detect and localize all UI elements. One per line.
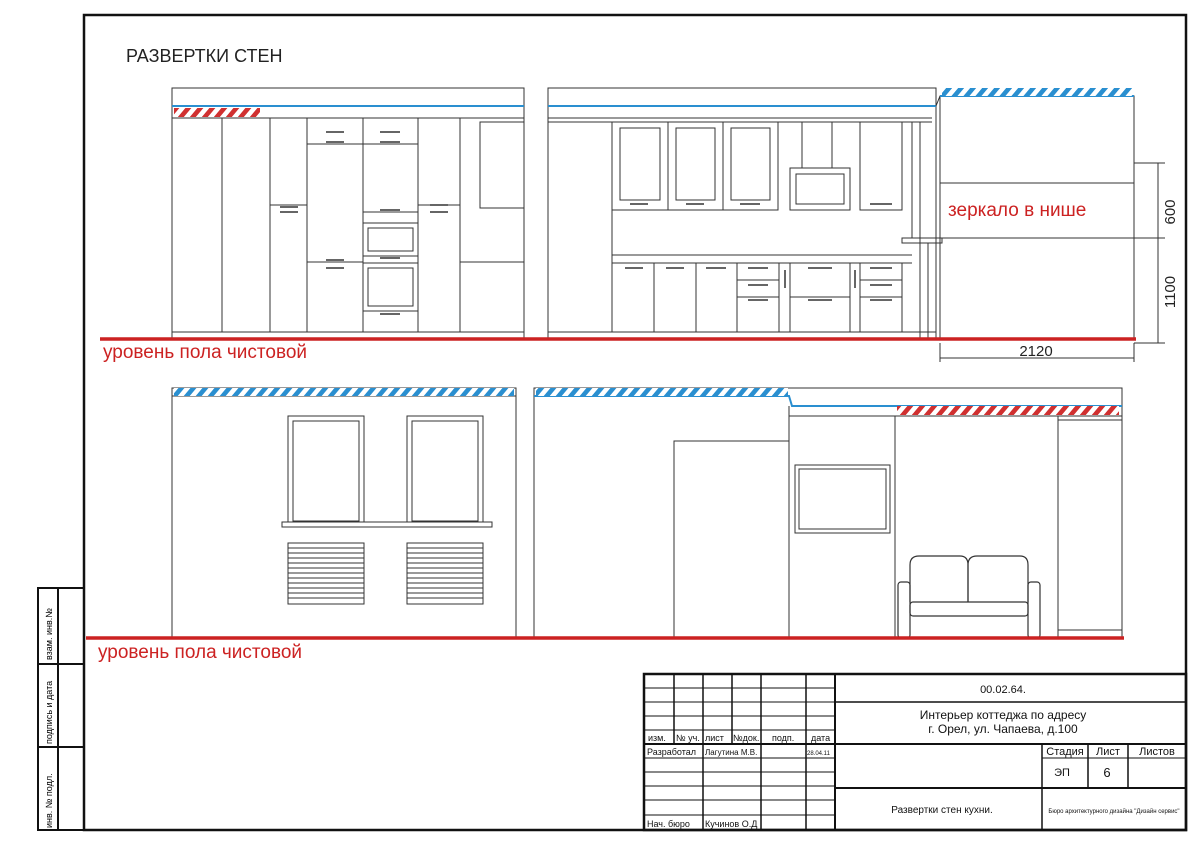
side-stamp-signature: подпись и дата [44,681,54,744]
col-list: лист [705,733,724,743]
project-title-line2: г. Орел, ул. Чапаева, д.100 [928,722,1078,736]
mirror-niche-wall [935,95,1165,362]
dimension-1100: 1100 [1162,276,1179,308]
developed-label: Разработал [647,747,696,757]
col-izm: изм. [648,733,666,743]
elevation-kitchen-run [547,87,943,339]
stage-value: ЭП [1054,767,1070,779]
dimension-600: 600 [1162,199,1179,224]
developed-date: 28.04.11 [807,751,831,757]
stage-label: Стадия [1046,746,1084,758]
ceiling-hatch-blue [536,388,788,396]
bureau-name: Бюро архитектурного дизайна "Дизайн серв… [1048,808,1179,815]
kitchen-handles [625,203,892,301]
ceiling-hatch-red [897,406,1119,415]
sheet-value: 6 [1103,765,1110,780]
floor-label-bottom: уровень пола чистовой [98,642,302,663]
side-stamp-inv-orig: инв. № подл. [44,773,54,828]
ceiling-hatch-blue [942,88,1132,96]
radiator-right [406,542,484,605]
ceiling-hatch-red [174,108,260,117]
project-code: 00.02.64. [980,684,1026,696]
elevation-window-wall [171,387,517,639]
project-title-line1: Интерьер коттеджа по адресу [920,708,1087,722]
sheet-frame [82,13,1188,832]
col-podp: подп. [772,733,794,743]
elevation-tall-units [171,87,525,339]
sheets-label: Листов [1139,746,1175,758]
sheet-label: Лист [1096,746,1120,758]
side-stamp-inv-repl: взам. инв.№ [44,608,54,660]
tall-unit-handles [280,131,448,315]
radiator-left [287,542,365,605]
sofa-icon [897,555,1041,639]
ceiling-hatch-blue [174,388,514,396]
col-ndok: №док. [733,733,759,743]
side-stamp [37,587,85,831]
developed-name: Лагутина М.В. [705,748,757,757]
niche-label: зеркало в нише [948,200,1086,221]
floor-label-top: уровень пола чистовой [103,342,307,363]
head-name: Кучинов О.Д [705,819,757,829]
col-data: дата [811,733,830,743]
drawing-name: Развертки стен кухни. [891,805,993,816]
dimension-2120: 2120 [1019,343,1052,360]
head-label: Нач. бюро [647,819,690,829]
page-title: РАЗВЕРТКИ СТЕН [126,46,283,66]
title-block [642,672,1188,832]
col-nuch: № уч. [676,733,700,743]
elevation-door-wall [533,387,1123,639]
